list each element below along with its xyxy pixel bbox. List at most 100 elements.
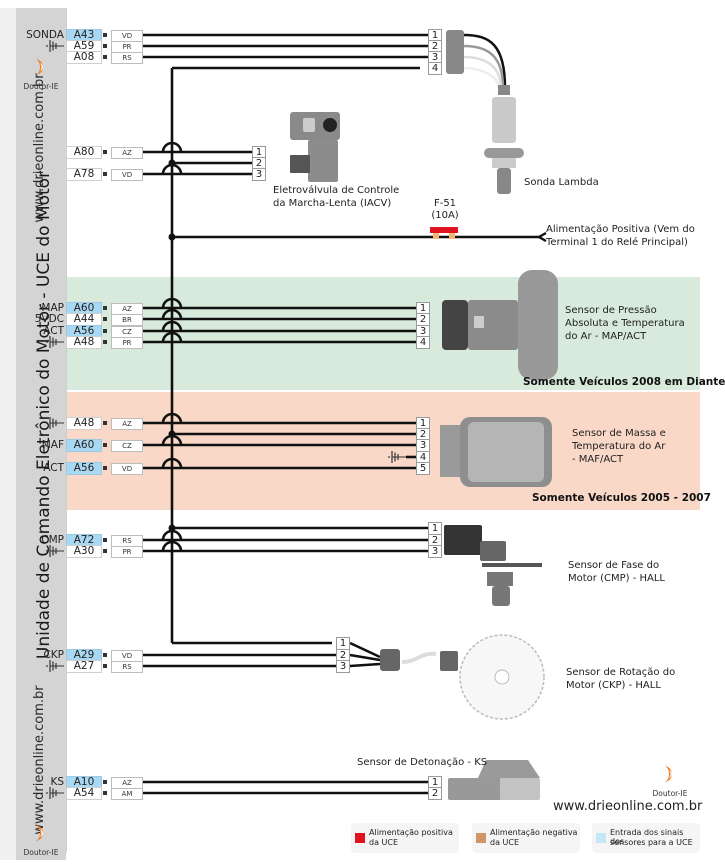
wire-color-code: PR [111,337,143,349]
ecu-pin: A30 [66,545,102,558]
pin-terminal [103,538,107,542]
ckp-label-line1: Sensor de Rotação do [566,667,676,678]
wires-layer [46,30,558,800]
fuse-leg-left [433,233,439,239]
wire-color-code: RS [111,52,143,64]
map-connector-icon [442,300,468,350]
power-label-line2: Terminal 1 do Relé Principal) [546,237,688,248]
signal-label: CKP [43,649,64,661]
pin-terminal [103,306,107,310]
signal-label: SONDA [26,29,64,41]
pin-terminal [103,33,107,37]
wire [349,641,381,659]
ecu-pin: A54 [66,787,102,800]
connector-pin-number: 4 [416,336,430,349]
fuse-rating: (10A) [431,210,459,221]
wire-color-code: AZ [111,147,143,159]
wire-crossover [161,412,183,424]
ks-sensor-top [478,760,540,778]
ground-icon [46,660,64,672]
pin-terminal [103,780,107,784]
ecu-pin: A60 [66,439,102,452]
sonda-label: Sonda Lambda [524,177,599,188]
lambda-wire [463,44,505,89]
ecu-pin: A08 [66,51,102,64]
legend-text: Alimentação negativa [490,828,578,837]
signal-label: 5VDC [34,313,64,325]
pin-terminal [103,44,107,48]
ks-label: Sensor de Detonação - KS [357,757,488,768]
pin-terminal [103,340,107,344]
wire-color-code: PR [111,41,143,53]
lambda-wire [463,33,507,89]
iacv-plug [290,155,310,173]
lambda-connector-icon [446,30,464,74]
maf-sensor-face [468,422,544,482]
cmp-label-line2: Motor (CMP) - HALL [568,573,665,584]
logo-label: Doutor-IE [652,789,688,798]
signal-label: CMP [41,534,64,546]
iacv-connector [308,140,338,182]
map-label-line2: Absoluta e Temperatura [565,318,685,329]
doutor-ie-logo-icon [35,825,43,841]
wire-color-code: VD [111,169,143,181]
maf-label-line3: - MAF/ACT [572,454,624,465]
lambda-probe-nut [484,148,524,158]
ground-icon [46,336,64,348]
wire-junction [168,524,176,532]
connector-pin-number: 1 [428,776,442,789]
ckp-connector-icon [380,649,400,671]
wire-color-code: PR [111,546,143,558]
logo-label: Doutor-IE [23,82,59,91]
cmp-body-icon [480,541,506,561]
footer-url[interactable]: www.drieonline.com.br [553,799,703,814]
wire [349,653,381,662]
pin-terminal [103,653,107,657]
legend-text: Entrada dos sinais dos [610,828,684,846]
lambda-wire [463,55,503,89]
maf-label-line1: Sensor de Massa e [572,428,666,439]
wire-crossover [161,331,183,343]
ckp-sensor-icon [440,651,458,671]
cmp-collar [487,572,513,586]
ecu-pin: A56 [66,462,102,475]
lambda-probe-tip [497,168,511,194]
lambda-wire [463,66,501,89]
ecu-pin: A48 [66,336,102,349]
pin-terminal [103,55,107,59]
ground-icon [388,451,406,463]
map-sensor-icon [518,270,558,380]
logo-label: Doutor-IE [23,848,59,857]
ckp-label-line2: Motor (CKP) - HALL [566,680,661,691]
pin-terminal [103,172,107,176]
wire-crossover [161,308,183,320]
wire-crossover [161,434,183,446]
fuse-leg-right [449,233,455,239]
ground-icon [46,787,64,799]
wire-crossover [161,297,183,309]
pin-terminal [103,150,107,154]
wire-color-code: VD [111,463,143,475]
cmp-tip [492,586,510,606]
wire-color-code: AZ [111,418,143,430]
ecu-logo-bottom: Doutor-IE [19,822,63,857]
wire-color-code: CZ [111,440,143,452]
ground-icon [46,40,64,52]
wire-color-code: AM [111,788,143,800]
legend-swatch [596,833,606,843]
pin-terminal [103,549,107,553]
ground-icon [46,545,64,557]
arrow-icon [536,231,547,243]
map-label-line3: do Ar - MAP/ACT [565,331,647,342]
ecu-logo-top: Doutor-IE [19,56,63,91]
connector-pin-number: 1 [336,637,350,650]
power-label-line1: Alimentação Positiva (Vem do [546,224,695,235]
map-label-line1: Sensor de Pressão [565,305,657,316]
wire-color-code: RS [111,661,143,673]
wire-crossover [161,141,183,153]
maf-label-line2: Temperatura do Ar [572,441,666,452]
lambda-probe-thread [492,158,516,168]
map-plug [468,300,518,350]
